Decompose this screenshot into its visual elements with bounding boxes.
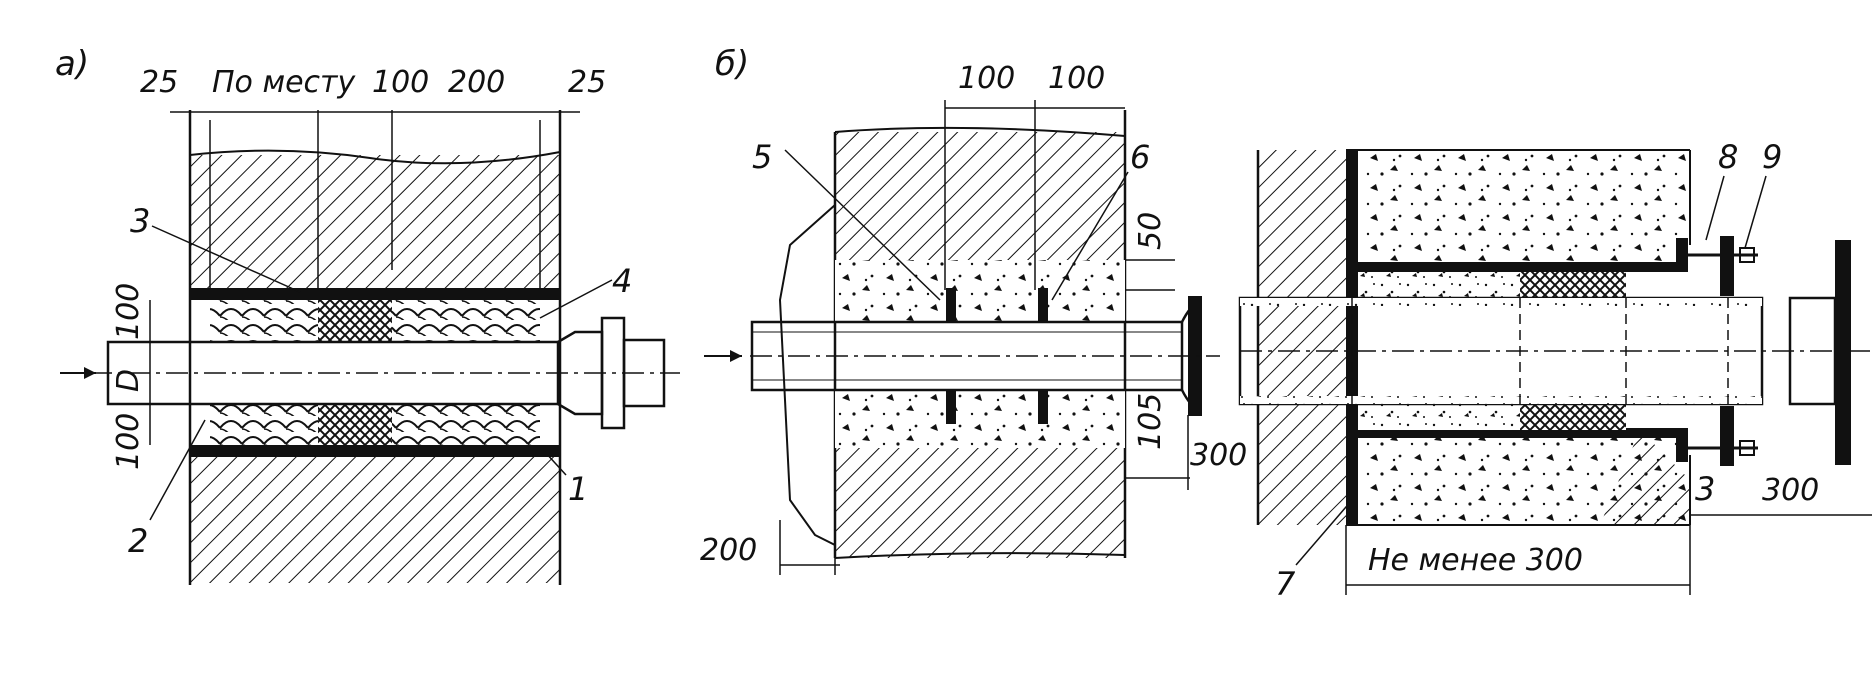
dim-b-105: 105: [1133, 393, 1168, 450]
callout-a-4: 4: [612, 262, 632, 300]
flange-c: [1835, 240, 1851, 465]
panel-a: а) 25 По месту 100 200 25: [55, 44, 680, 585]
sleeve-bottom-wall: [190, 445, 560, 457]
callout-c-9: 9: [1762, 138, 1782, 176]
panel-c: Не менее 300 300 8 9 3 7: [1238, 138, 1872, 603]
dim-b-100-left: 100: [958, 61, 1015, 96]
wall-upper: [190, 155, 560, 290]
wall-c-left: [1258, 150, 1346, 525]
callout-a-3: 3: [130, 202, 150, 240]
wall-b-lower: [835, 448, 1125, 558]
dim-c-300: 300: [1762, 473, 1819, 508]
dim-b-50: 50: [1133, 212, 1168, 250]
wall-lower: [190, 455, 560, 583]
dim-a-25-left: 25: [140, 65, 178, 100]
callout-c-7: 7: [1275, 565, 1296, 603]
panel-b: б) 100 100 50: [700, 44, 1247, 575]
dim-a-po-mestu: По месту: [212, 65, 357, 100]
dim-a-25-right: 25: [568, 65, 606, 100]
panel-b-label: б): [715, 44, 749, 84]
dim-b-100-right: 100: [1048, 61, 1105, 96]
callout-c-3: 3: [1695, 470, 1715, 508]
dim-a-100-bottom: 100: [111, 413, 146, 470]
panel-a-label: а): [55, 44, 89, 84]
callout-b-5: 5: [752, 138, 772, 176]
dim-a-100-top: 100: [111, 283, 146, 340]
callout-a-1: 1: [568, 470, 588, 508]
sleeve-top-wall: [190, 288, 560, 300]
dim-b-200: 200: [700, 533, 757, 568]
dim-a-100: 100: [372, 65, 429, 100]
dim-b-300: 300: [1190, 438, 1247, 473]
concrete-c-upper: [1346, 150, 1686, 268]
dim-a-200: 200: [448, 65, 505, 100]
flange-b: [1188, 296, 1202, 416]
note-ne-menee-300: Не менее 300: [1368, 543, 1583, 578]
wall-b-upper: [835, 132, 1125, 260]
dim-a-d: D: [111, 369, 146, 392]
callout-a-2: 2: [128, 522, 148, 560]
callout-c-8: 8: [1718, 138, 1738, 176]
callout-b-6: 6: [1130, 138, 1150, 176]
